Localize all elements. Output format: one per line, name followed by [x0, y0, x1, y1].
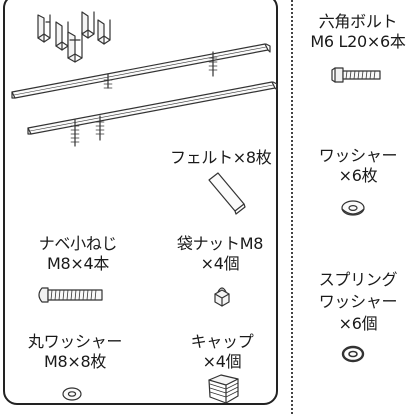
- dotted-divider: [291, 0, 293, 414]
- felt-label: フェルト×8枚: [170, 148, 272, 167]
- cap-nut-icon: [214, 287, 230, 307]
- bracket-icon: [37, 11, 111, 63]
- hex-bolt-name: 六角ボルト: [318, 12, 398, 31]
- spring-washer-name-2: ワッシャー: [318, 292, 398, 311]
- cap-spec: ×4個: [202, 352, 242, 371]
- round-washer-spec: M8×8枚: [43, 352, 107, 371]
- washer-name: ワッシャー: [318, 146, 398, 165]
- spring-washer-spec: ×6個: [338, 314, 378, 333]
- round-washer-icon: [62, 387, 82, 401]
- spring-washer-name-1: スプリング: [318, 270, 398, 289]
- hex-bolt-icon: [331, 67, 381, 83]
- felt-icon: [208, 172, 246, 215]
- cap-icon: [208, 374, 239, 404]
- pan-screw-icon: [38, 287, 103, 303]
- cap-nut-name: 袋ナットM8: [176, 234, 264, 253]
- washer-icon: [341, 200, 365, 216]
- hex-bolt-spec: M6 L20×6本: [310, 32, 406, 51]
- round-washer-name: 丸ワッシャー: [27, 332, 123, 351]
- cap-nut-spec: ×4個: [200, 254, 240, 273]
- rail-upper-icon: [11, 43, 271, 99]
- left-panel-frame: [3, 0, 278, 405]
- spring-washer-icon: [341, 345, 365, 363]
- pan-screw-spec: M8×4本: [46, 254, 110, 273]
- pan-screw-name: ナベ小ねじ: [38, 234, 118, 253]
- washer-spec: ×6枚: [338, 166, 378, 185]
- rail-lower-icon: [27, 81, 278, 147]
- cap-name: キャップ: [190, 332, 254, 351]
